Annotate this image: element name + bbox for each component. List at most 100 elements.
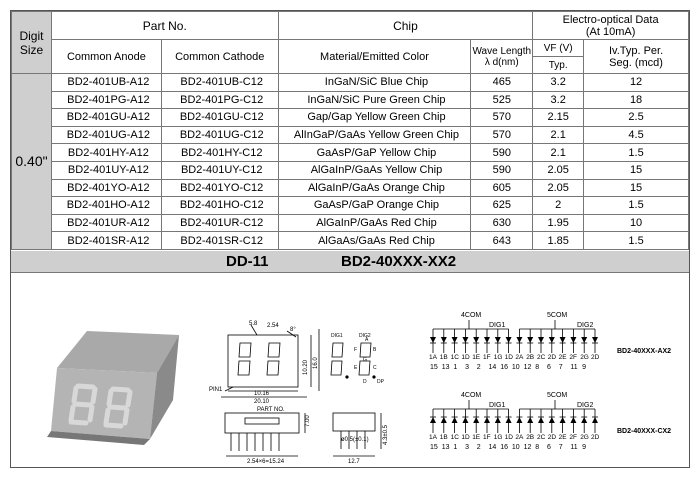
diode-symbol bbox=[440, 417, 447, 423]
electro-optical-header: Electro-optical Data(At 10mA) bbox=[532, 11, 689, 40]
dim-12-7: 12.7 bbox=[348, 459, 360, 465]
circuit-part-number: BD2-40XXX-CX2 bbox=[617, 428, 671, 435]
wavelength-cell: 590 bbox=[470, 160, 534, 180]
wavelength-cell: 630 bbox=[470, 213, 534, 233]
segment-label: 2C bbox=[537, 354, 546, 361]
segment-label: 2F bbox=[569, 354, 577, 361]
series-title-bar: DD-11 BD2-40XXX-XX2 bbox=[11, 251, 689, 273]
common-cathode-cell: BD2-401GU-C12 bbox=[160, 108, 279, 127]
common-cathode-cell: BD2-401UY-C12 bbox=[160, 160, 279, 180]
wavelength-cell: 570 bbox=[470, 108, 534, 127]
chip-cell: AlInGaP/GaAs Yellow Green Chip bbox=[277, 125, 472, 145]
series-name: BD2-40XXX-XX2 bbox=[341, 253, 457, 270]
seg-c-label: C bbox=[373, 365, 377, 371]
seg-a-label: A bbox=[365, 337, 369, 343]
segment-label: 2A bbox=[515, 434, 524, 441]
seg-dig2-label: DIG2 bbox=[359, 333, 371, 339]
pin-number: 12 bbox=[524, 444, 532, 451]
segment-label: 1D bbox=[505, 434, 514, 441]
diode-symbol bbox=[430, 337, 436, 343]
vf-cell: 2.15 bbox=[532, 108, 585, 127]
iv-cell: 18 bbox=[583, 90, 689, 110]
segment-label: 1F bbox=[483, 354, 491, 361]
diode-symbol bbox=[451, 417, 458, 423]
pin-number: 14 bbox=[489, 444, 497, 451]
segment-label: 1C bbox=[451, 434, 460, 441]
common-anode-cell: BD2-401HO-A12 bbox=[50, 196, 162, 215]
segment-label: 2B bbox=[526, 434, 534, 441]
iv-cell: 1.5 bbox=[583, 143, 689, 162]
pin-number: 9 bbox=[582, 444, 586, 451]
diode-symbol bbox=[430, 417, 436, 423]
segment-label: 1D bbox=[505, 354, 514, 361]
diode-symbol bbox=[581, 337, 588, 343]
diode-symbol bbox=[538, 337, 544, 343]
part-no-label: PART NO. bbox=[257, 407, 285, 413]
diode-symbol bbox=[505, 417, 512, 423]
dig2-label: DIG2 bbox=[577, 322, 593, 329]
pin-number: 13 bbox=[442, 444, 450, 451]
segment-label: 2D bbox=[591, 354, 600, 361]
dig2-label: DIG2 bbox=[577, 402, 593, 409]
chip-cell: InGaN/SiC Blue Chip bbox=[277, 73, 472, 92]
segment-label: 2G bbox=[580, 354, 589, 361]
part-no-header: Part No. bbox=[50, 11, 279, 40]
diode-symbol bbox=[548, 337, 555, 343]
vf-cell: 2.1 bbox=[532, 125, 585, 145]
seg-e-label: E bbox=[354, 365, 358, 371]
dim-4-3: 4.3±0.5 bbox=[383, 424, 389, 445]
dim-5-8: 5.8 bbox=[249, 321, 258, 327]
segment-label: 2D bbox=[548, 434, 557, 441]
segment-label: 2D bbox=[591, 434, 600, 441]
chip-cell: AlGaInP/GaAs Red Chip bbox=[277, 213, 472, 233]
vf-cell: 1.95 bbox=[532, 213, 585, 233]
common-cathode-cell: BD2-401UG-C12 bbox=[160, 125, 279, 145]
wavelength-cell: 570 bbox=[470, 125, 534, 145]
segment-label: 2E bbox=[559, 434, 568, 441]
seg-b-label: B bbox=[373, 347, 377, 353]
vf-header: VF (V) bbox=[532, 39, 585, 57]
common-cathode-cell: BD2-401YO-C12 bbox=[160, 178, 279, 198]
segment-label: 1A bbox=[429, 434, 438, 441]
pin-number: 1 bbox=[453, 364, 457, 371]
common-anode-cell: BD2-401UR-A12 bbox=[50, 213, 162, 233]
wavelength-cell: 643 bbox=[470, 231, 534, 250]
segment-label: 2F bbox=[569, 434, 577, 441]
segment-label: 2D bbox=[548, 354, 557, 361]
pin-number: 3 bbox=[465, 364, 469, 371]
iv-cell: 15 bbox=[583, 160, 689, 180]
diode-symbol bbox=[570, 337, 577, 343]
segment-label: 1B bbox=[440, 434, 448, 441]
vf-cell: 2.1 bbox=[532, 143, 585, 162]
pin-number: 14 bbox=[489, 364, 497, 371]
diode-symbol bbox=[592, 417, 598, 423]
chip-cell: Gap/Gap Yellow Green Chip bbox=[277, 108, 472, 127]
dig1-label: DIG1 bbox=[489, 402, 505, 409]
common-anode-cell: BD2-401UY-A12 bbox=[50, 160, 162, 180]
common-anode-cell: BD2-401GU-A12 bbox=[50, 108, 162, 127]
chip-cell: AlGaInP/GaAs Orange Chip bbox=[277, 178, 472, 198]
dim-7-00: 7.00 bbox=[305, 415, 311, 427]
digit-size-cell: 0.40" bbox=[11, 73, 52, 250]
segment-label: 2B bbox=[526, 354, 534, 361]
iv-cell: 1.5 bbox=[583, 231, 689, 250]
vf-cell: 1.85 bbox=[532, 231, 585, 250]
pin-number: 1 bbox=[453, 444, 457, 451]
dim-pitch: 2.54×6=15.24 bbox=[247, 459, 285, 465]
common-cathode-cell: BD2-401UR-C12 bbox=[160, 213, 279, 233]
iv-cell: 12 bbox=[583, 73, 689, 92]
dim-8-deg: 8° bbox=[290, 327, 296, 333]
segment-label: 1G bbox=[494, 354, 503, 361]
seg-g-label: G bbox=[363, 357, 367, 363]
chip-cell: AlGaAs/GaAs Red Chip bbox=[277, 231, 472, 250]
diode-symbol bbox=[592, 337, 598, 343]
diode-symbol bbox=[440, 337, 447, 343]
pin-number: 11 bbox=[570, 364, 577, 371]
pin-number: 2 bbox=[477, 364, 481, 371]
iv-cell: 2.5 bbox=[583, 108, 689, 127]
